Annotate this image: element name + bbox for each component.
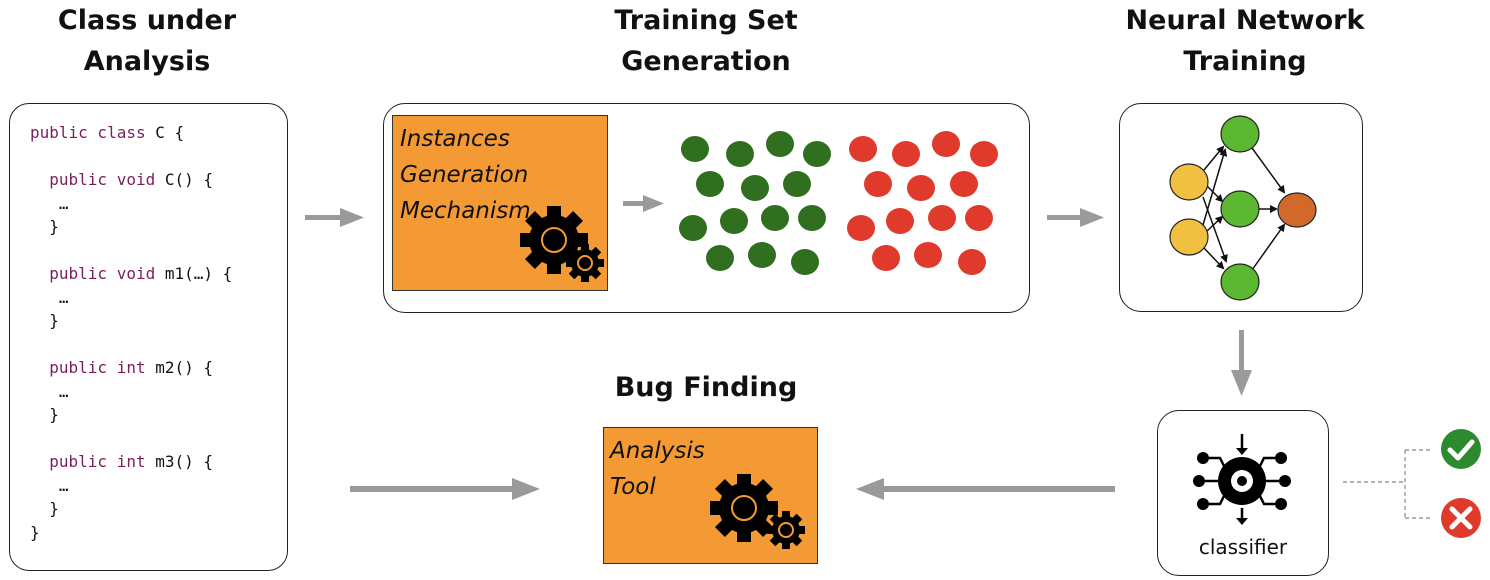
heading-bug-finding: Bug Finding — [614, 372, 798, 403]
code-line: } — [30, 499, 59, 518]
neural-network-graph — [1202, 145, 1286, 271]
code-line: … — [30, 475, 69, 495]
code-line: … — [30, 381, 69, 401]
cross-icon — [1441, 498, 1481, 538]
invalid-instances — [847, 131, 998, 275]
valid-instances — [679, 131, 831, 275]
outcome-connector — [1343, 449, 1432, 519]
code-line: public void m1(…) { — [30, 264, 233, 283]
analysis-tool-label: Analysis Tool — [610, 438, 705, 500]
check-icon — [1441, 429, 1481, 469]
network-nodes — [1169, 115, 1317, 301]
code-line: public class C { — [30, 123, 185, 142]
heading-training-set-generation: Training Set Generation — [614, 5, 798, 77]
code-line: } — [30, 311, 59, 330]
code-line: … — [30, 193, 69, 213]
code-line: } — [30, 405, 59, 424]
flow-arrow-network-to-classifier — [1231, 330, 1252, 396]
instances-generation-label: Instances Generation Mechanism — [400, 126, 531, 224]
flow-arrow-classifier-to-analysis — [856, 478, 1115, 500]
class-code-panel — [9, 103, 288, 571]
code-line: } — [30, 522, 40, 542]
flow-arrow-code-to-training — [305, 208, 364, 227]
code-line: } — [30, 217, 59, 236]
gears-icon-small — [766, 510, 806, 550]
classifier-icon — [1193, 434, 1291, 525]
flow-arrow-generator-to-instances — [623, 195, 664, 212]
code-line: public int m2() { — [30, 358, 214, 377]
code-line: public void C() { — [30, 170, 214, 189]
classifier-label: classifier — [1198, 535, 1288, 559]
gears-icon-small — [565, 243, 605, 283]
code-line: … — [30, 287, 69, 307]
flow-arrow-training-to-network — [1047, 208, 1104, 227]
code-line: public int m3() { — [30, 452, 214, 471]
flow-arrow-code-to-analysis — [350, 478, 540, 500]
heading-neural-network-training: Neural Network Training — [1125, 5, 1365, 77]
heading-class-under-analysis: Class under Analysis — [57, 5, 237, 77]
